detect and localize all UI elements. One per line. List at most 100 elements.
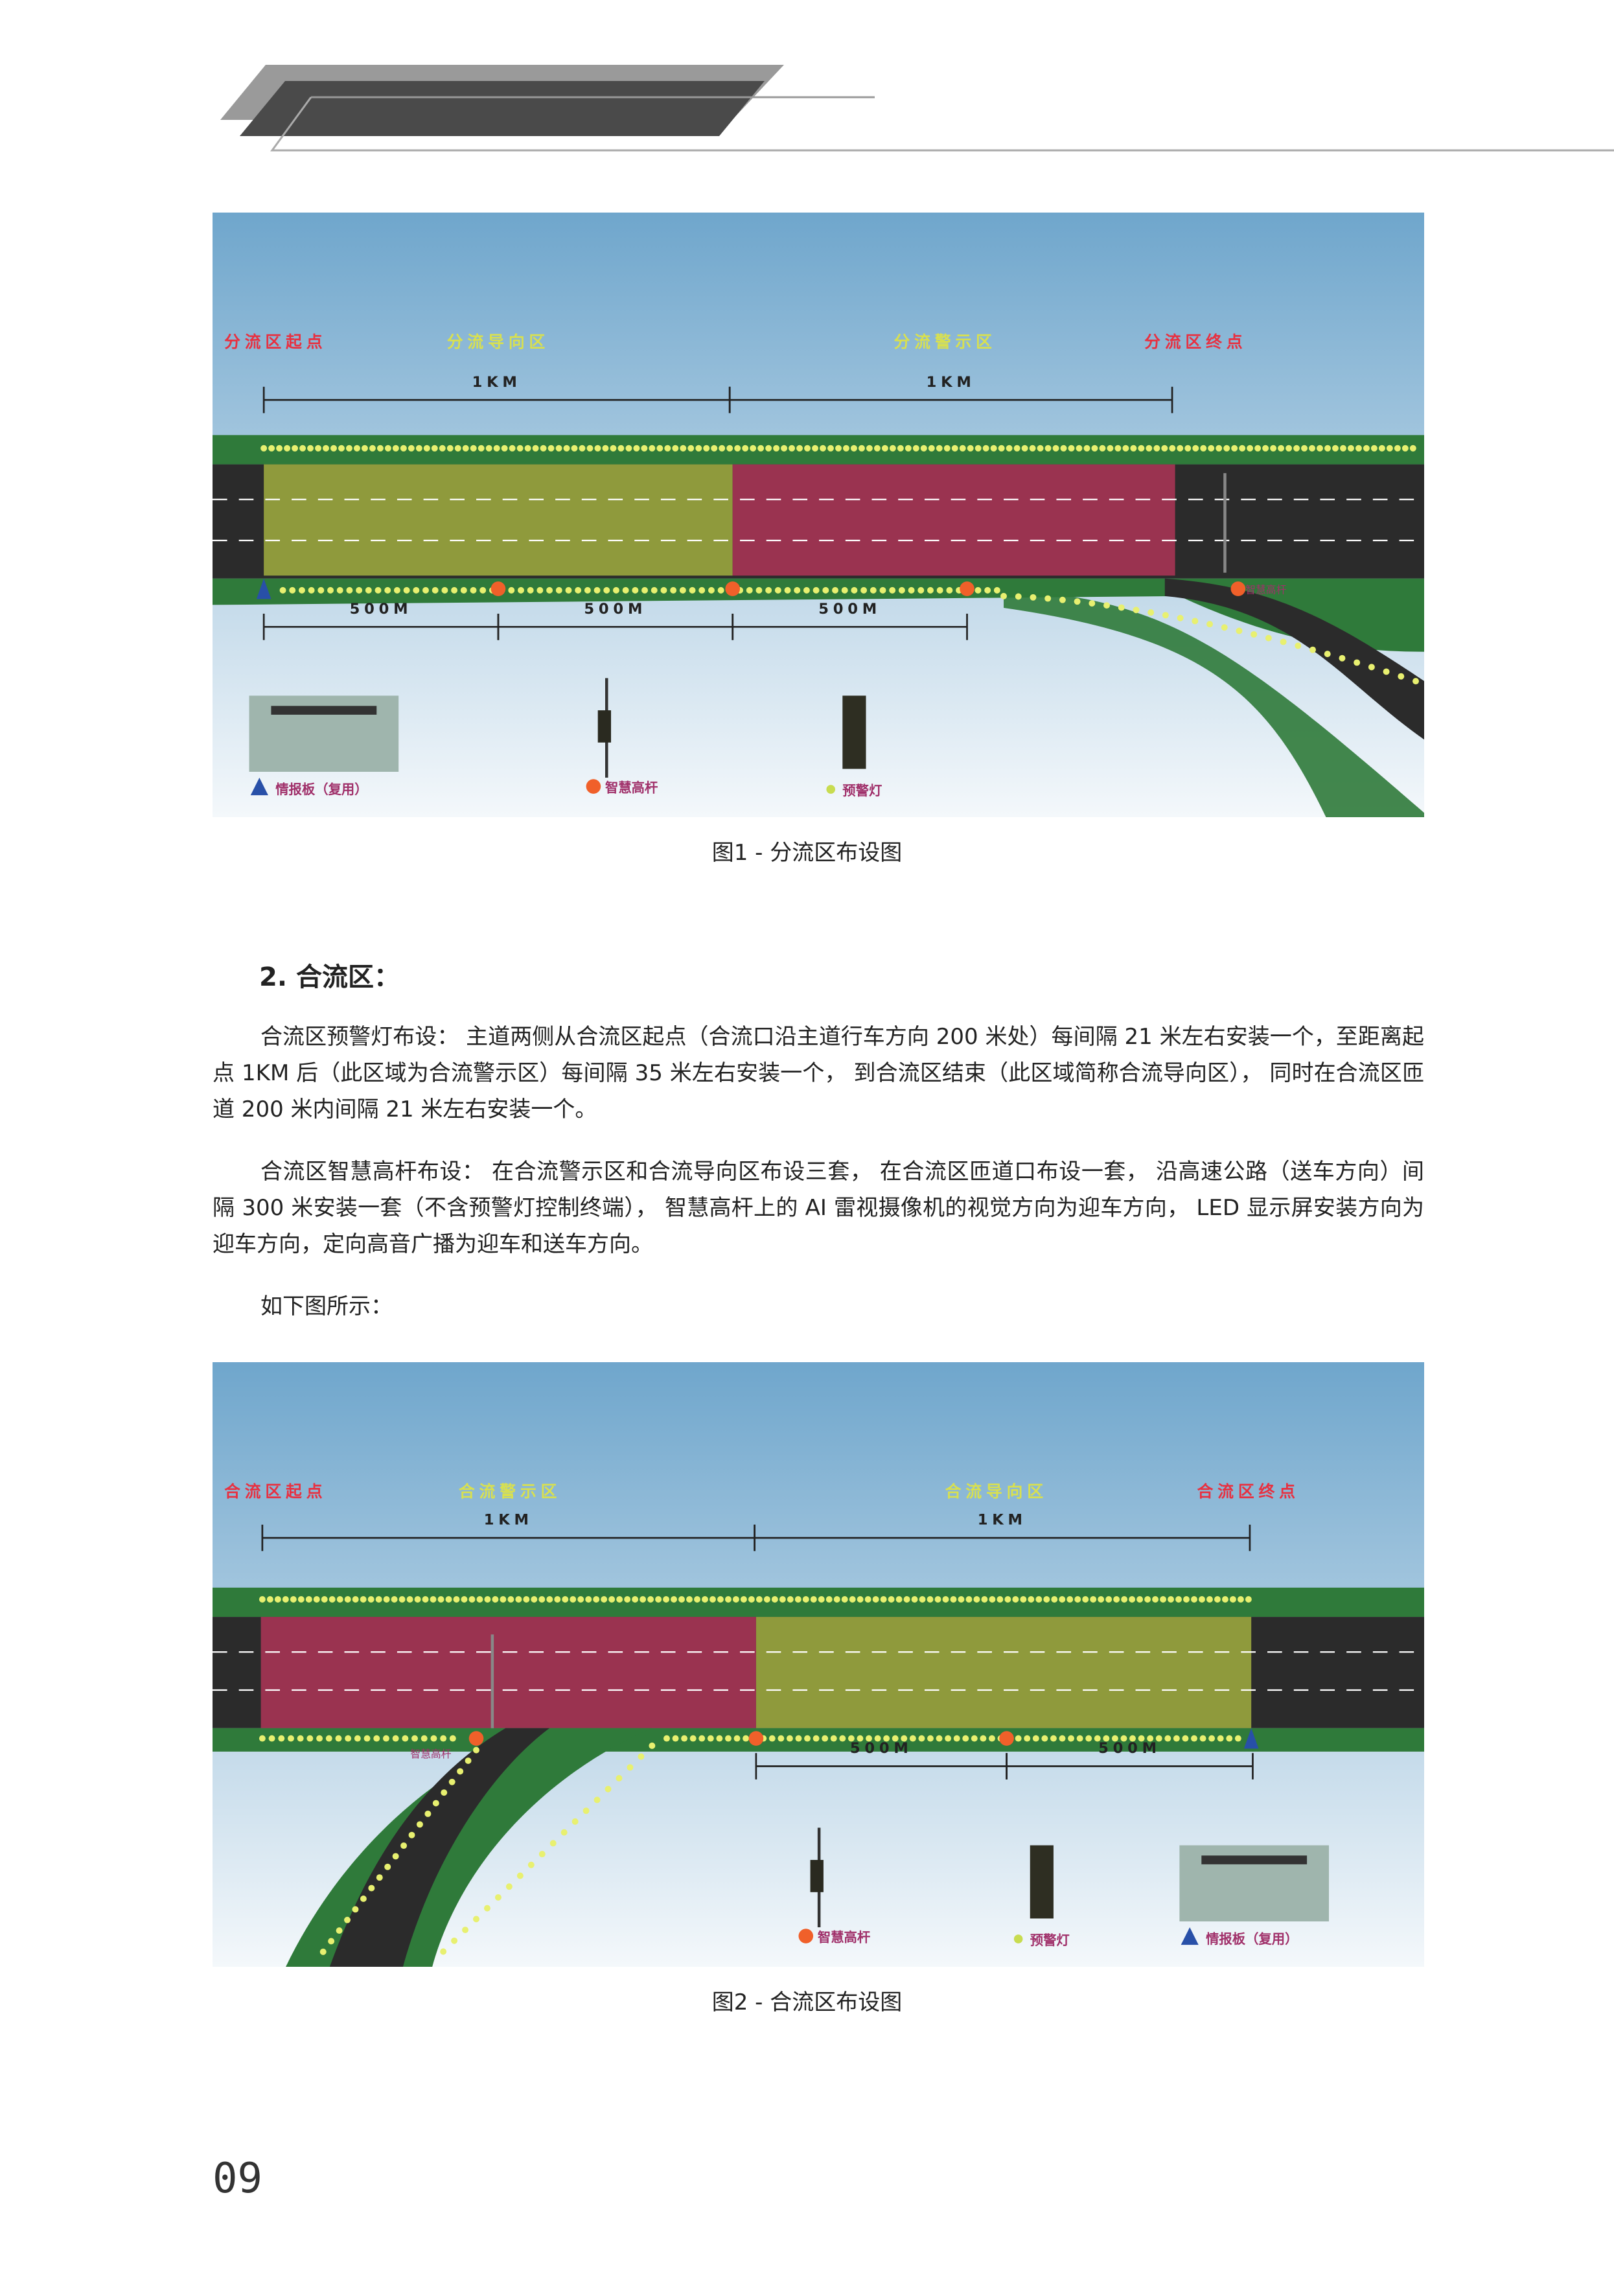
warning-light-dot: [920, 445, 927, 452]
distance-label: 500M: [584, 601, 647, 618]
warning-light-dot: [627, 1764, 634, 1771]
warning-light-dot: [1059, 1735, 1066, 1742]
warning-light-dot: [259, 1596, 266, 1603]
warning-light-dot: [440, 1735, 447, 1742]
warning-light-dot: [462, 1927, 469, 1934]
warning-light-dot: [679, 586, 686, 594]
warning-light-dot: [1076, 445, 1083, 452]
light-marker-icon: [826, 785, 836, 794]
warning-light-dot: [605, 1785, 612, 1792]
warning-light-dot: [1347, 445, 1354, 452]
warning-light-dot: [678, 1596, 686, 1603]
warning-light-dot: [1309, 445, 1315, 452]
warning-light-dot: [582, 1807, 590, 1815]
warning-light-dot: [849, 1596, 856, 1603]
warning-light-dot: [402, 1735, 409, 1742]
smart-pole: [1223, 473, 1227, 573]
warning-light-dot: [1114, 445, 1122, 452]
warning-light-dot: [485, 445, 492, 452]
warning-light-dot: [781, 445, 788, 452]
warning-light-dot: [1239, 445, 1246, 452]
warning-light-dot: [437, 1596, 444, 1603]
warning-light-dot: [392, 1735, 399, 1742]
warning-light-dot: [501, 445, 508, 452]
warning-light-dot: [325, 1735, 332, 1742]
warning-light-dot: [839, 1735, 846, 1742]
warning-light-dot: [989, 1596, 996, 1603]
warning-light-dot: [1229, 1596, 1236, 1603]
warning-light-dot: [850, 445, 857, 452]
header-decoration: [220, 65, 1614, 152]
warning-light-dot: [1339, 445, 1346, 452]
warning-light-dot: [1028, 1596, 1035, 1603]
warning-light-dot: [860, 586, 868, 594]
warning-light-dot: [711, 445, 718, 452]
legend-light-label: 预警灯: [842, 783, 882, 798]
warning-light-dot: [571, 1818, 579, 1825]
warning-light-dot: [449, 1735, 456, 1742]
warning-light-dot: [1226, 1735, 1233, 1742]
warning-light-dot: [579, 445, 586, 452]
warning-light-dot: [649, 1742, 656, 1749]
warning-light-dot: [1052, 445, 1059, 452]
warning-light-dot: [1103, 602, 1111, 609]
warning-light-dot: [973, 1596, 980, 1603]
warning-light-dot: [408, 1831, 415, 1838]
warning-light-dot: [446, 445, 454, 452]
warning-light-dot: [820, 445, 826, 452]
warning-light-dot: [980, 1735, 987, 1742]
warning-light-dot: [536, 586, 544, 594]
warning-light-dot: [360, 1895, 367, 1902]
board-marker-icon: [250, 778, 268, 796]
warning-light-dot: [1363, 445, 1370, 452]
warning-light-dot: [1237, 1596, 1244, 1603]
warning-light-dot: [308, 586, 315, 594]
warning-light-dot: [1378, 445, 1385, 452]
warning-light-dot: [515, 1596, 522, 1603]
warning-light-dot: [813, 586, 820, 594]
warning-light-dot: [297, 1596, 305, 1603]
warning-light-dot: [1133, 607, 1140, 614]
warning-light-dot: [391, 1596, 398, 1603]
figure-2-caption: 图2 - 合流区布设图: [711, 1989, 903, 2015]
warning-light-dot: [538, 1851, 546, 1858]
warning-light-dot: [1044, 595, 1052, 602]
warning-light-dot: [424, 1810, 432, 1817]
warning-light-dot: [681, 1735, 688, 1742]
board-marker: [1243, 1728, 1259, 1749]
warning-light-dot: [927, 1596, 934, 1603]
warning-light-dot: [327, 586, 334, 594]
warning-light-dot: [689, 586, 696, 594]
warning-light-dot: [509, 445, 516, 452]
guide-zone: [264, 464, 733, 576]
warning-light-dot: [432, 586, 439, 594]
warning-light-dot: [473, 1746, 479, 1754]
warning-light-dot: [344, 1916, 351, 1923]
warning-light-dot: [1098, 1596, 1105, 1603]
smart-pole-marker: [960, 581, 974, 596]
warning-light-dot: [794, 1596, 801, 1603]
warning-light-dot: [1412, 678, 1419, 685]
warning-light-dot: [432, 1800, 439, 1807]
warning-light-dot: [889, 586, 896, 594]
warning-light-dot: [400, 445, 407, 452]
median-green-strip: [213, 435, 1424, 465]
warning-light-dot: [451, 586, 458, 594]
warning-light-dot: [912, 445, 919, 452]
warning-light-dot: [494, 1894, 501, 1901]
warning-light-dot: [260, 445, 268, 452]
warning-light-dot: [1401, 445, 1409, 452]
warning-light-dot: [625, 445, 632, 452]
warning-light-dot: [1136, 1596, 1144, 1603]
warning-light-dot: [376, 445, 384, 452]
warning-light-dot: [470, 586, 477, 594]
warning-light-dot: [346, 586, 353, 594]
warning-light-dot: [1168, 1596, 1175, 1603]
smart-pole-marker: [725, 581, 741, 596]
warning-light-dot: [353, 445, 360, 452]
distance-label: 500M: [350, 601, 413, 618]
warning-light-dot: [707, 1735, 714, 1742]
warning-light-dot: [748, 1596, 755, 1603]
warning-light-dot: [1059, 596, 1066, 603]
warning-light-dot: [1245, 1596, 1252, 1603]
